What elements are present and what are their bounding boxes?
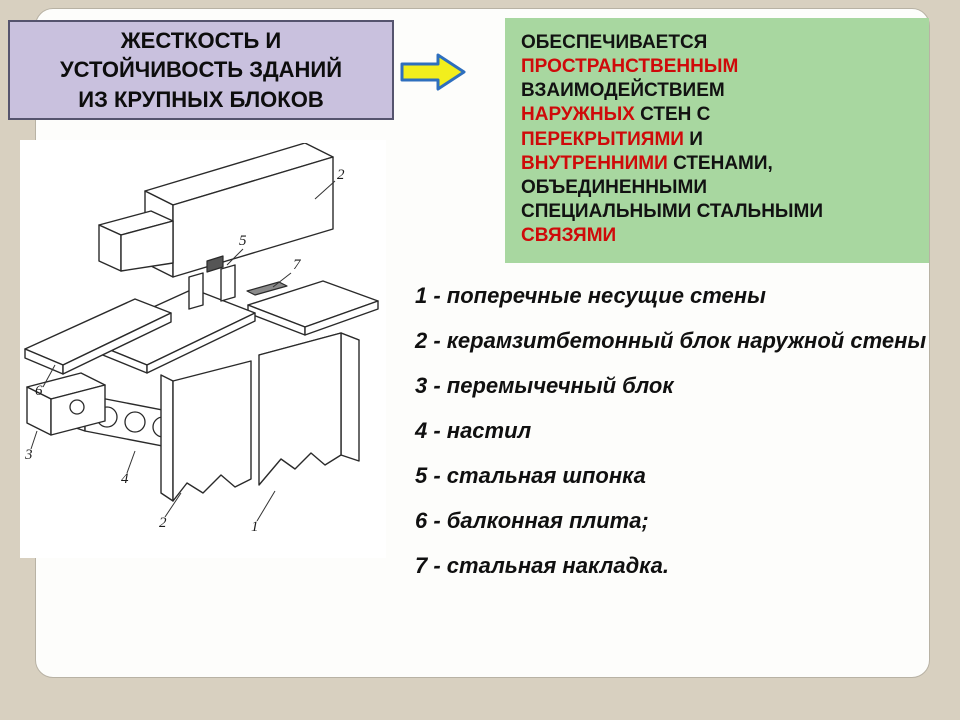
steel-key — [206, 255, 224, 273]
lower-block1-front — [258, 332, 342, 486]
definition-segment: ПРОСТРАНСТВЕННЫМ — [521, 56, 739, 78]
definition-segment: СПЕЦИАЛЬНЫМИ СТАЛЬНЫМИ — [521, 200, 824, 222]
balcony-plate-side — [62, 312, 172, 375]
leader-2-top — [314, 180, 336, 200]
floor-slab-left-side — [146, 312, 256, 374]
drawing-label-6: 6 — [35, 383, 43, 399]
definition-segment: ВЗАИМОДЕЙСТВИЕМ — [521, 80, 725, 102]
drawing-label-1: 1 — [251, 519, 259, 535]
leader-7 — [272, 272, 292, 288]
definition-text: ОБЕСПЕЧИВАЕТСЯ ПРОСТРАНСТВЕННЫМ ВЗАИМОДЕ… — [521, 31, 913, 248]
post-left — [188, 272, 204, 310]
legend-item: 2 - керамзитбетонный блок наружной стены — [415, 327, 927, 353]
definition-segment: ПЕРЕКРЫТИЯМИ — [521, 128, 684, 150]
title-line: ЖЕСТКОСТЬ И — [120, 28, 282, 54]
legend-item: 7 - стальная накладка. — [415, 552, 669, 578]
definition-segment: СТЕН С — [640, 104, 711, 126]
drawing-label-2-top: 2 — [337, 167, 345, 183]
drawing-label-7: 7 — [293, 257, 302, 273]
leader-2-bottom — [164, 492, 182, 518]
steel-plate — [246, 281, 288, 296]
legend-item: 5 - стальная шпонка — [415, 462, 646, 488]
legend-item: 1 - поперечные несущие стены — [415, 283, 766, 308]
definition-segment: ОБЪЕДИНЕННЫМИ — [521, 176, 708, 198]
lintel-hole — [69, 399, 85, 415]
floor-slab-right-side — [304, 300, 379, 336]
definition-segment: ВНУТРЕННИМИ — [521, 152, 668, 174]
drawing-label-4: 4 — [121, 471, 129, 487]
drawing-label-2-bottom: 2 — [159, 515, 167, 531]
lower-block2-leftface — [160, 374, 174, 502]
leader-5 — [226, 248, 244, 266]
definition-segment: СВЯЗЯМИ — [521, 225, 617, 246]
definition-segment: ОБЕСПЕЧИВАЕТСЯ — [521, 32, 708, 53]
legend-item: 4 - настил — [415, 417, 532, 443]
slide-title: ЖЕСТКОСТЬ И УСТОЙЧИВОСТЬ ЗДАНИЙ ИЗ КРУПНЫХ… — [60, 26, 342, 113]
deck-core-hole — [124, 411, 146, 433]
title-box: ЖЕСТКОСТЬ И УСТОЙЧИВОСТЬ ЗДАНИЙ ИЗ КРУПНЫХ… — [8, 20, 394, 120]
definition-segment: СТЕНАМИ, — [673, 152, 773, 174]
lower-block2-front — [172, 360, 252, 502]
post-right — [220, 264, 236, 302]
leader-6 — [42, 364, 56, 388]
leader-1 — [256, 490, 276, 522]
legend: 1 - поперечные несущие стены 2 - керамзит… — [415, 282, 927, 597]
block-assembly-drawing: 2 5 7 6 3 4 2 1 — [20, 140, 386, 558]
title-line: ИЗ КРУПНЫХ БЛОКОВ — [78, 86, 324, 112]
definition-box: ОБЕСПЕЧИВАЕТСЯ ПРОСТРАНСТВЕННЫМ ВЗАИМОДЕ… — [505, 18, 929, 264]
definition-segment: НАРУЖНЫХ — [521, 104, 635, 126]
drawing-label-3: 3 — [24, 447, 33, 463]
lower-block1-side — [340, 332, 360, 462]
definition-segment: И — [689, 128, 703, 150]
leader-4 — [126, 450, 136, 474]
arrow-icon — [400, 52, 468, 97]
step-block-frontface — [120, 220, 174, 272]
legend-item: 3 - перемычечный блок — [415, 372, 674, 398]
drawing-label-5: 5 — [239, 233, 247, 249]
leader-3 — [30, 430, 38, 450]
title-line: УСТОЙЧИВОСТЬ ЗДАНИЙ — [59, 57, 343, 83]
legend-item: 6 - балконная плита; — [415, 507, 649, 533]
